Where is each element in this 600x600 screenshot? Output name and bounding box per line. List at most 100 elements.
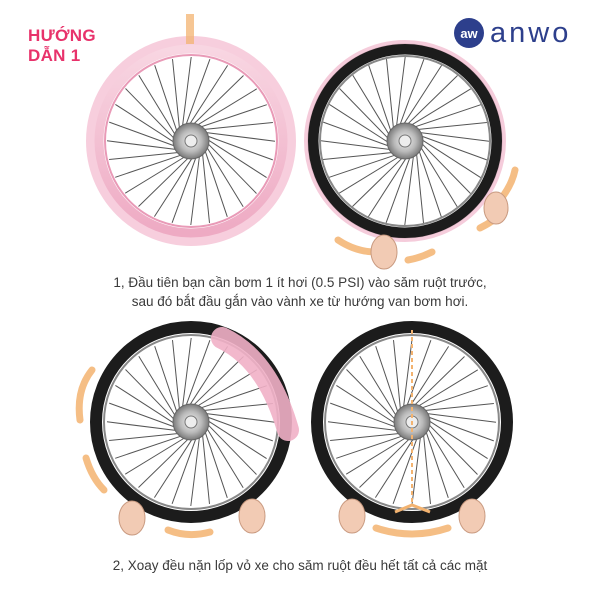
spoke — [359, 433, 416, 488]
spoke — [187, 75, 244, 130]
hand-icon — [483, 191, 509, 225]
spoke — [402, 337, 413, 415]
spoke — [115, 152, 189, 178]
spoke — [408, 356, 465, 411]
spoke — [124, 152, 192, 194]
valve-arrow-icon — [186, 14, 194, 44]
wheel-step1a — [86, 36, 296, 246]
spoke — [411, 429, 422, 507]
spoke — [109, 432, 186, 441]
spoke — [406, 346, 450, 412]
spoke — [330, 432, 407, 441]
step2-caption-line1: 2, Xoay đều nặn lốp vỏ xe cho săm ruột đ… — [112, 558, 488, 573]
spoke — [407, 104, 481, 130]
spoke — [153, 151, 197, 217]
step2-caption: 2, Xoay đều nặn lốp vỏ xe cho săm ruột đ… — [0, 556, 600, 575]
spoke — [330, 402, 403, 430]
spoke — [404, 88, 472, 130]
direction-arrow-icon — [404, 248, 436, 264]
spoke — [414, 385, 488, 411]
spoke — [416, 143, 442, 217]
spoke — [201, 146, 210, 223]
hand-icon — [238, 498, 266, 534]
brand-name: anwo — [490, 17, 572, 49]
spoke — [190, 429, 201, 507]
spoke — [346, 369, 401, 426]
spoke — [385, 150, 413, 223]
spoke — [202, 424, 228, 498]
direction-arrow-icon — [334, 236, 380, 256]
spoke — [329, 152, 403, 178]
spoke — [336, 433, 410, 459]
spoke — [323, 121, 396, 149]
spoke — [138, 433, 195, 488]
spoke — [172, 59, 181, 136]
spoke — [196, 403, 273, 412]
hand-icon — [118, 500, 146, 536]
spoke — [201, 135, 267, 179]
spoke — [423, 421, 465, 489]
spoke — [115, 384, 181, 428]
spoke — [185, 65, 229, 131]
wheel-step2b — [311, 321, 513, 523]
spoke — [417, 403, 494, 412]
spoke — [327, 421, 405, 432]
spoke — [109, 402, 182, 430]
spoke — [422, 416, 488, 460]
spoke — [336, 384, 402, 428]
spoke — [125, 88, 180, 145]
spoke — [421, 414, 494, 442]
spoke — [368, 65, 394, 139]
spoke — [202, 140, 244, 208]
spoke — [367, 151, 411, 217]
spoke — [202, 418, 257, 475]
guide-title: HƯỚNG DẪN 1 — [28, 26, 96, 66]
spoke — [106, 140, 184, 151]
guide-title-line2: DẪN 1 — [28, 46, 81, 65]
spoke — [423, 418, 478, 475]
spoke — [138, 74, 180, 142]
spoke — [414, 133, 487, 161]
spoke — [125, 369, 180, 426]
wheel-spokes — [106, 56, 276, 226]
spoke — [198, 412, 276, 423]
spoke — [419, 412, 497, 423]
step1-caption-line2: sau đó bắt đầu gắn vào vành xe từ hướng … — [131, 294, 469, 309]
spoke — [200, 414, 273, 442]
spoke — [106, 421, 184, 432]
spoke — [352, 74, 394, 142]
spoke — [190, 88, 258, 130]
spoke — [339, 88, 394, 145]
spoke — [171, 150, 199, 223]
spoke — [412, 131, 490, 142]
spoke — [201, 416, 267, 460]
spoke — [124, 433, 192, 475]
spoke — [329, 103, 395, 147]
spoke — [201, 427, 210, 504]
spoke — [422, 427, 431, 504]
spoke — [181, 337, 192, 415]
direction-arrow-icon — [372, 524, 452, 538]
spoke — [193, 104, 267, 130]
spoke — [171, 431, 199, 504]
spoke — [401, 75, 458, 130]
spoke — [411, 369, 479, 411]
spoke — [404, 148, 415, 226]
spoke — [415, 146, 424, 223]
hand-icon — [458, 498, 486, 534]
spoke — [395, 56, 406, 134]
spoke — [202, 143, 228, 217]
spoke — [410, 122, 487, 131]
brand-logo: aw anwo — [454, 18, 571, 48]
spoke — [386, 59, 395, 136]
spoke — [115, 433, 189, 459]
spoke — [196, 122, 273, 131]
valve-arrow-icon — [394, 503, 431, 514]
guide-title-line1: HƯỚNG — [28, 26, 96, 45]
step1-caption-line1: 1, Đầu tiên bạn cần bơm 1 ít hơi (0.5 PS… — [113, 275, 487, 290]
brand-badge-icon: aw — [454, 18, 484, 48]
spoke — [109, 121, 182, 149]
hand-icon — [370, 234, 398, 270]
spoke — [190, 369, 258, 411]
